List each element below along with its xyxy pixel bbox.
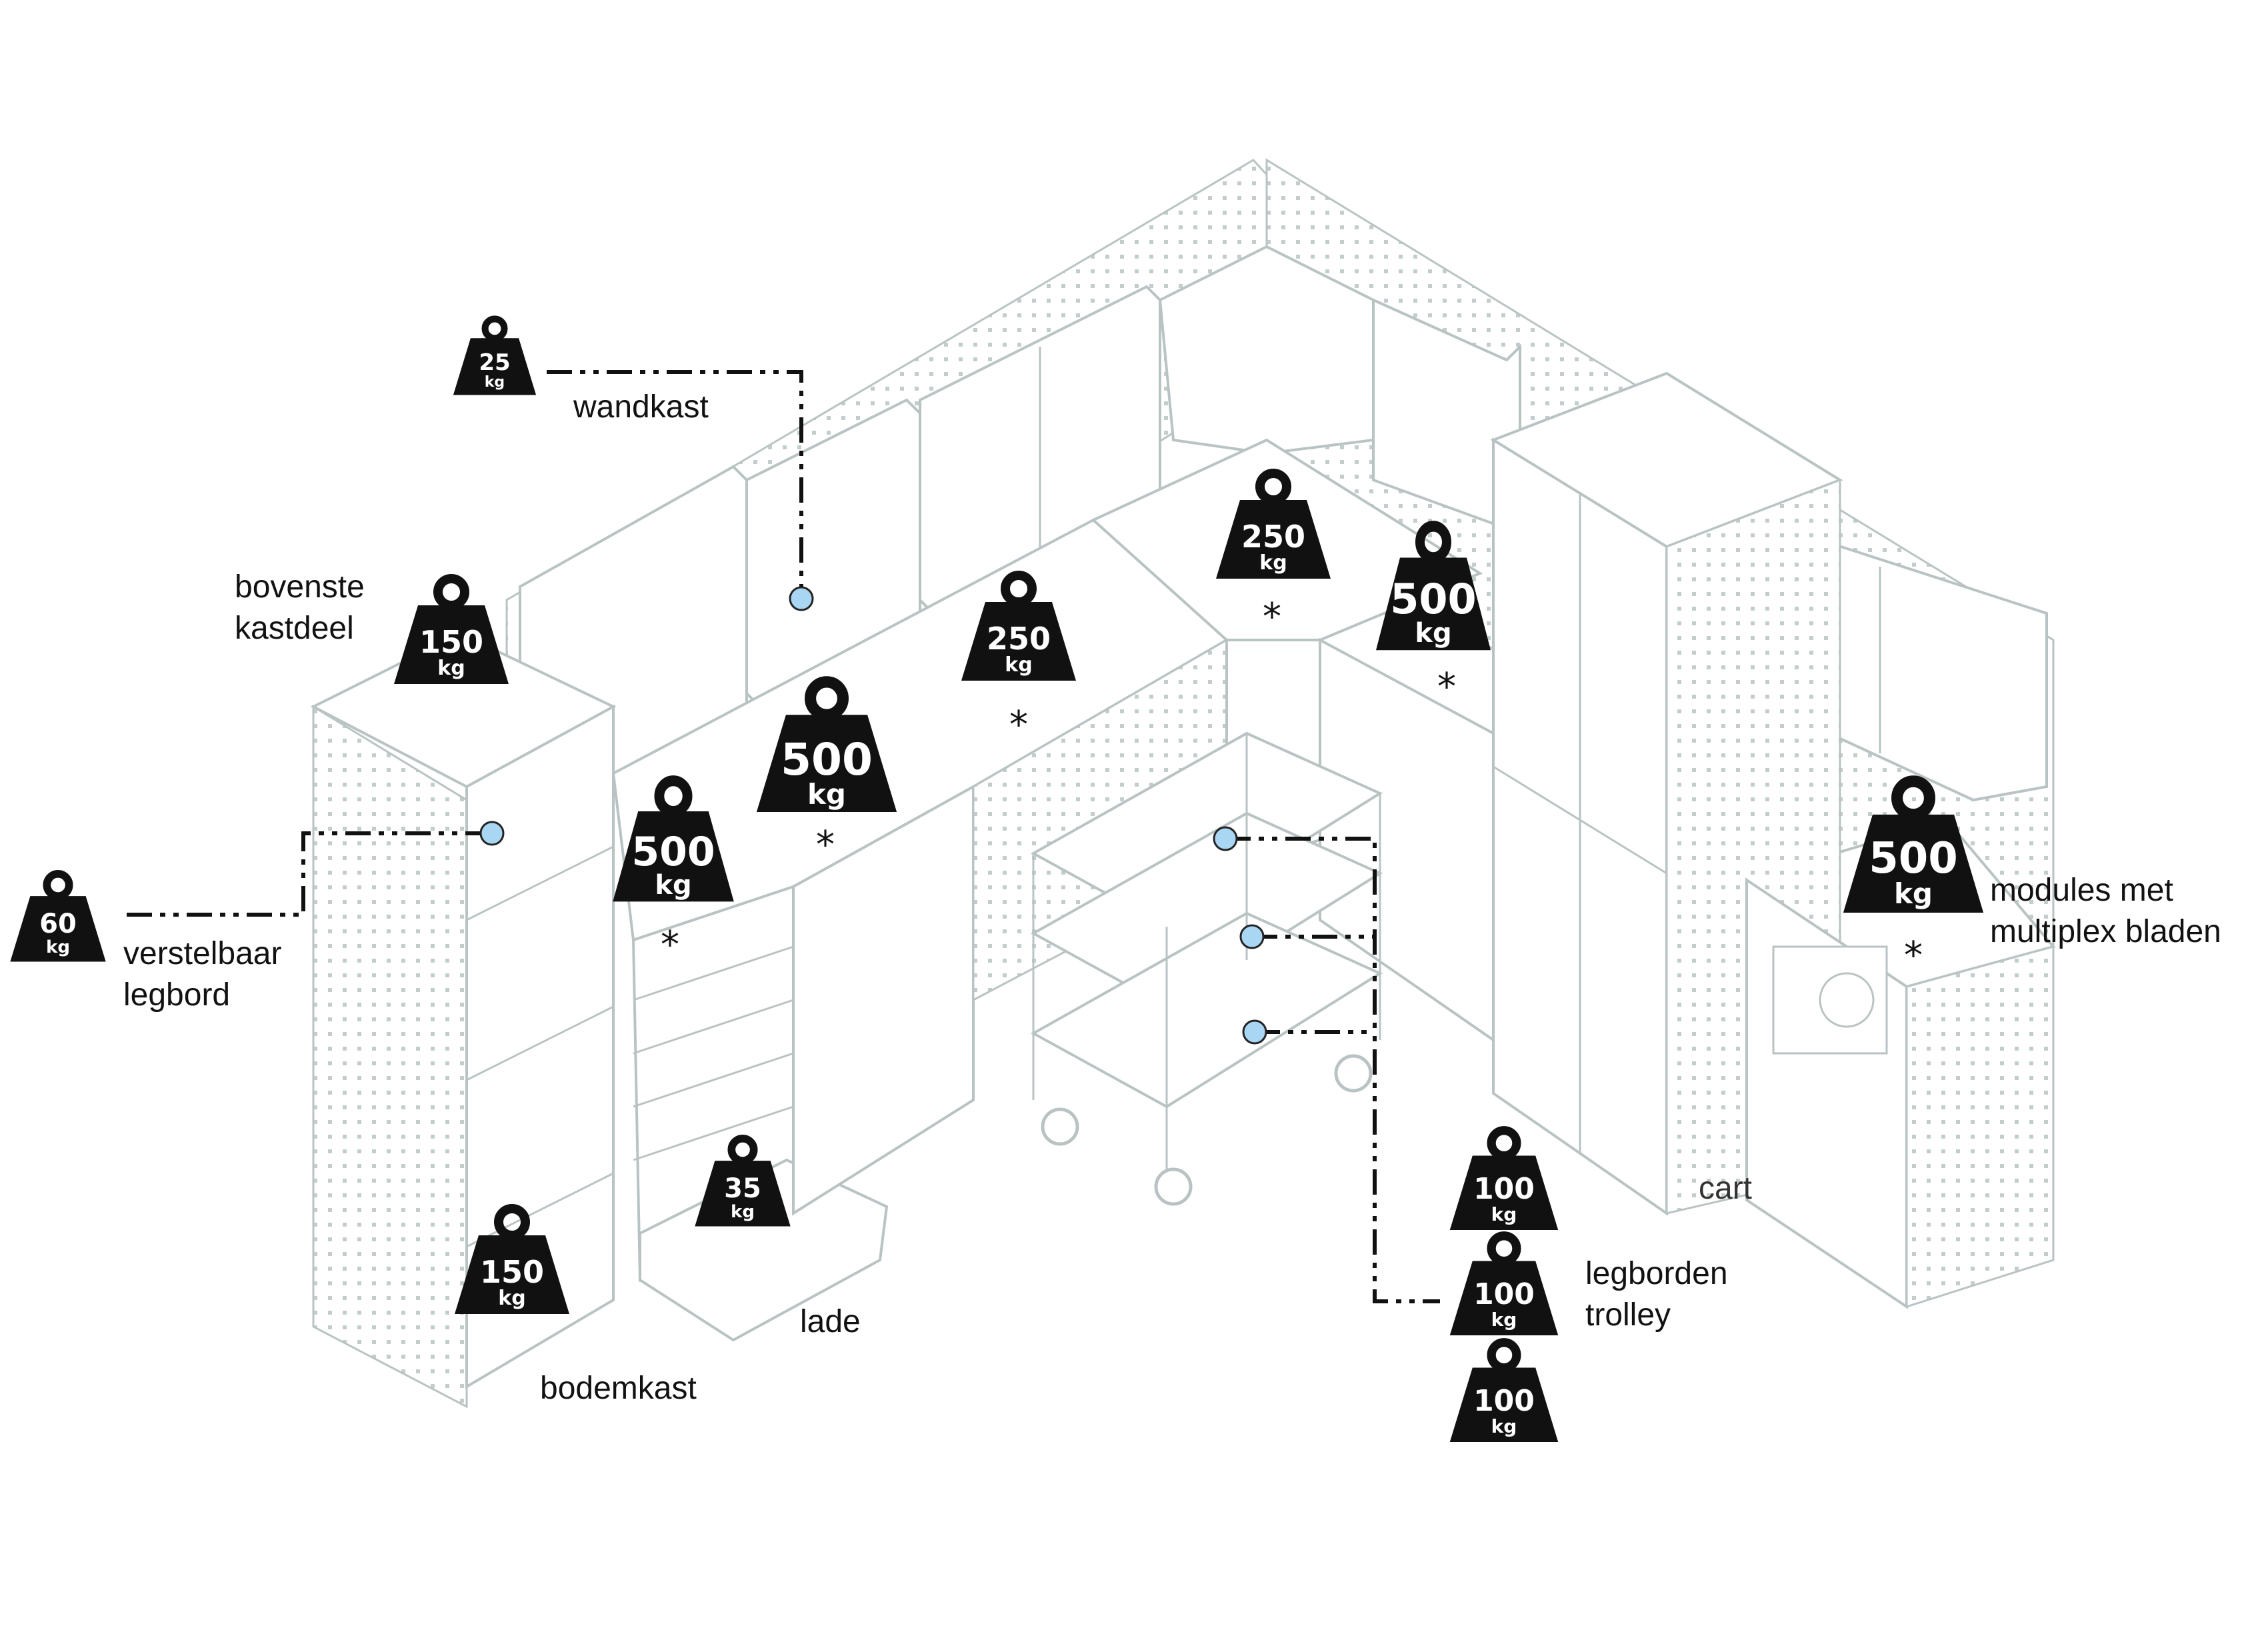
leader-trolley (1225, 837, 1440, 1303)
label-bovenste-kastdeel: bovenste kastdeel (235, 569, 365, 646)
door-cabinet (792, 784, 975, 1216)
weight-werkblad-mid: 500 kg (753, 675, 900, 815)
label-cart-fragment: cart (1699, 1171, 1753, 1206)
leader-wandkast (547, 370, 803, 599)
weight-werkblad-corner-right: 500 kg (1373, 520, 1493, 653)
label-wandkast: wandkast (573, 389, 709, 425)
weight-modules: 500 kg (1840, 775, 1987, 916)
left-tower-side (312, 705, 468, 1409)
trolley (1030, 731, 1383, 1206)
asterisk-modules: * (1904, 934, 1923, 977)
point-trolley-mid (1239, 924, 1265, 949)
asterisk-werkblad-center: * (1009, 703, 1028, 747)
weight-trolley-2: 100 kg (1447, 1229, 1561, 1339)
asterisk-werkblad-mid: * (816, 823, 835, 867)
right-base-side (1905, 945, 2055, 1309)
weight-trolley-3: 100 kg (1447, 1336, 1561, 1446)
weight-werkblad-center: 250 kg (959, 570, 1079, 683)
point-trolley-bottom (1242, 1019, 1267, 1045)
label-modules-multiplex: modules met multiplex bladen (1990, 873, 2221, 949)
label-legborden-trolley: legborden trolley (1585, 1256, 1728, 1333)
weight-trolley-1: 100 kg (1447, 1124, 1561, 1234)
asterisk-werkblad-left: * (661, 923, 679, 967)
label-lade: lade (800, 1304, 861, 1339)
point-trolley-top (1213, 826, 1238, 851)
point-wandkast (789, 586, 814, 611)
weight-wandkast: 25 kg (451, 313, 538, 399)
point-verstelbaar (479, 821, 505, 846)
weight-lade: 35 kg (693, 1131, 793, 1231)
weight-werkblad-corner: 250 kg (1213, 468, 1333, 581)
weight-verstelbaar: 60 kg (8, 867, 108, 967)
asterisk-werkblad-corner-right: * (1437, 665, 1456, 709)
weight-bodemkast: 150 kg (452, 1203, 572, 1317)
asterisk-werkblad-corner: * (1263, 595, 1281, 639)
weight-werkblad-left: 500 kg (610, 775, 737, 905)
label-bodemkast: bodemkast (540, 1371, 697, 1406)
leader-verstelbaar (127, 831, 492, 917)
label-verstelbaar-legbord: verstelbaar legbord (123, 936, 282, 1013)
weight-bovenste: 150 kg (391, 573, 511, 687)
